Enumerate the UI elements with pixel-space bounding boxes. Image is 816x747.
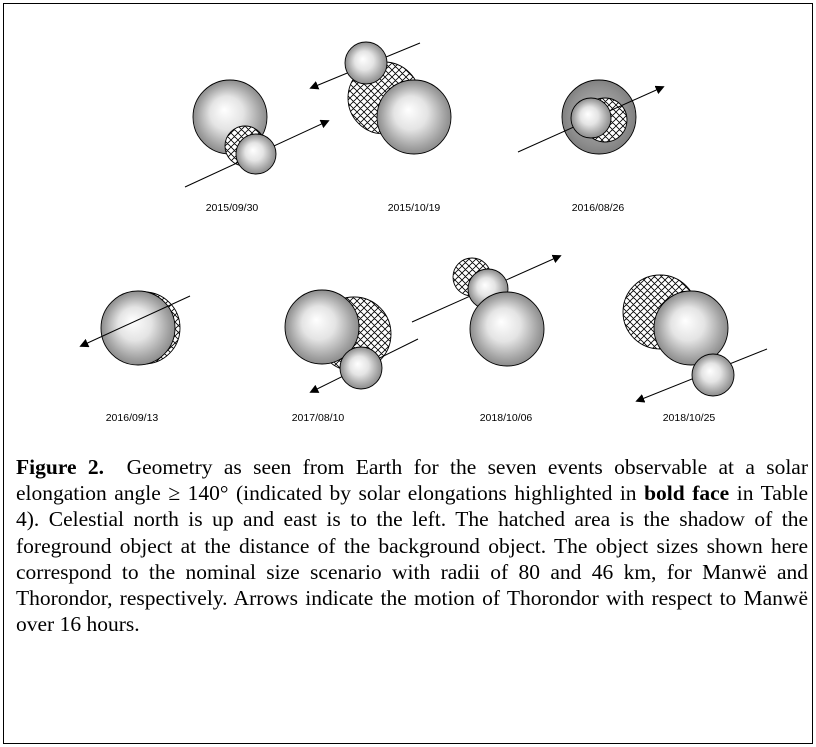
panel-date-label: 2016/09/13 [106,412,159,424]
thorondor-disk [691,353,735,397]
thorondor-disk [570,97,612,139]
manwe-disk [653,290,729,366]
panel-date-label: 2018/10/25 [663,412,716,424]
panel-date-label: 2017/08/10 [292,412,345,424]
panel-date-label: 2018/10/06 [480,412,533,424]
thorondor-disk [339,346,383,390]
caption-bold-phrase: bold face [644,481,730,506]
manwe-disk [376,79,452,155]
motion-arrow [79,295,191,348]
thorondor-disk [235,133,277,175]
thorondor-disk [344,41,388,85]
panel-2016-08-26: 2016/08/26 [517,79,665,214]
manwe-disk [100,290,176,366]
panel-2015-09-30: 2015/09/30 [184,79,330,214]
figure-caption: Figure 2. Geometry as seen from Earth fo… [16,454,808,637]
panel-date-label: 2016/08/26 [572,202,625,214]
caption-text-part-1: Geometry as seen from Earth for the seve… [16,455,808,506]
panel-date-label: 2015/09/30 [206,202,259,214]
panel-2017-08-10: 2017/08/10 [284,289,419,424]
panel-2018-10-06: 2018/10/06 [411,254,562,424]
manwe-disk [284,289,360,365]
panel-2018-10-25: 2018/10/25 [622,274,768,424]
figure-frame [3,3,813,744]
caption-text-part-2: in Table 4). Celestial north is up and e… [16,481,809,637]
panel-date-label: 2015/10/19 [388,202,441,214]
caption-label: Figure 2. [16,455,104,479]
manwe-disk [469,291,545,367]
panel-2016-09-13: 2016/09/13 [79,290,191,424]
panel-2015-10-19: 2015/10/19 [309,41,452,214]
event-geometry-figure: 2015/09/30 2015/10/19 2016/08/26 2016/09… [79,41,768,424]
